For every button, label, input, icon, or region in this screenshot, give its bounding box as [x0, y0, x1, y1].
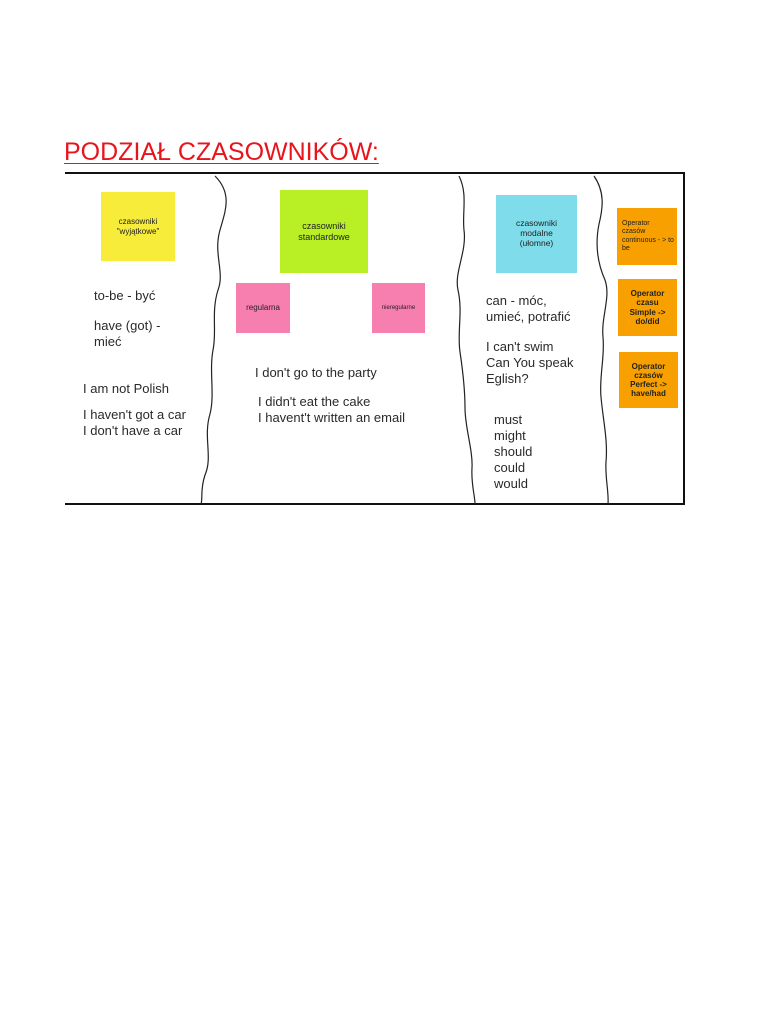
- sticky-note-operator-perfect: Operator czasów Perfect -> have/had: [619, 352, 678, 408]
- sticky-note-text: czasowniki modalne (ułomne): [515, 218, 558, 248]
- list-item: might: [494, 428, 526, 443]
- example-line: I havent't written an email: [258, 410, 405, 425]
- modal-line: Can You speak: [486, 355, 574, 370]
- modal-verbs-list: must might should could would: [494, 412, 532, 492]
- sticky-note-standard: czasowniki standardowe: [280, 190, 368, 273]
- to-be-line: to-be - być: [94, 288, 156, 303]
- sticky-note-operator-simple: Operator czasu Simple -> do/did: [618, 279, 677, 336]
- example-line: I haven't got a car: [83, 407, 186, 422]
- sticky-note-irregular: nieregularne: [372, 283, 425, 333]
- miec-line: mieć: [94, 334, 122, 349]
- modal-line: umieć, potrafić: [486, 309, 571, 324]
- sticky-note-text: nieregularne: [381, 304, 416, 311]
- sticky-note-modal: czasowniki modalne (ułomne): [496, 195, 577, 273]
- have-got-line: have (got) -: [94, 318, 161, 333]
- sticky-note-text: czasowniki "wyjątkowe": [116, 217, 160, 236]
- example-line: I don't go to the party: [255, 365, 377, 380]
- sticky-note-text: Operator czasów continuous - > to be: [622, 220, 674, 252]
- sticky-note-exceptional: czasowniki "wyjątkowe": [101, 192, 175, 261]
- example-line: I am not Polish: [83, 381, 169, 396]
- sticky-note-text: regularna: [246, 303, 280, 313]
- wavy-divider: [593, 175, 609, 505]
- sticky-note-operator-continuous: Operator czasów continuous - > to be: [617, 208, 677, 265]
- board-frame: [65, 172, 685, 505]
- sticky-note-text: Operator czasów Perfect -> have/had: [630, 361, 667, 399]
- list-item: would: [494, 476, 528, 491]
- modal-line: I can't swim: [486, 339, 554, 354]
- sticky-note-text: Operator czasu Simple -> do/did: [629, 289, 666, 326]
- example-line: I don't have a car: [83, 423, 183, 438]
- modal-line: can - móc,: [486, 293, 547, 308]
- page-title: PODZIAŁ CZASOWNIKÓW:: [64, 138, 379, 166]
- list-item: must: [494, 412, 523, 427]
- list-item: could: [494, 460, 526, 475]
- wavy-divider: [200, 175, 227, 505]
- example-line: I didn't eat the cake: [258, 394, 371, 409]
- modal-line: Eglish?: [486, 371, 529, 386]
- wavy-divider: [456, 175, 476, 505]
- list-item: should: [494, 444, 533, 459]
- sticky-note-text: czasowniki standardowe: [298, 221, 350, 242]
- sticky-note-regular: regularna: [236, 283, 290, 333]
- verb-division-board: czasowniki "wyjątkowe" to-be - być have …: [65, 172, 685, 505]
